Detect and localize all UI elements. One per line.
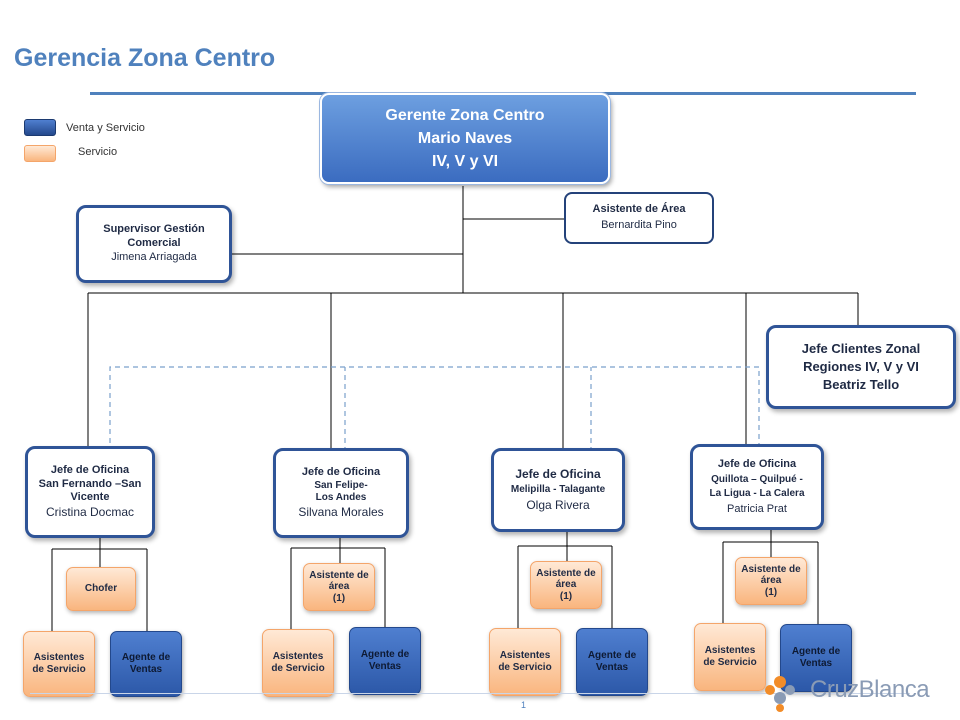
office-box-2: Jefe de Oficina San Felipe- Los Andes Si… xyxy=(273,448,409,538)
office-location: Melipilla - Talagante xyxy=(510,483,606,495)
office-manager-name: Cristina Docmac xyxy=(45,505,135,520)
asistente-area-office-box: Asistente de área (1) xyxy=(530,561,602,609)
asistente-area-title: Asistente de Área xyxy=(592,203,686,216)
agente-ventas-box: Agente de Ventas xyxy=(576,628,648,696)
asistentes-servicio-label: Asistentes de Servicio xyxy=(703,644,757,669)
office-manager-name: Patricia Prat xyxy=(727,502,787,515)
asistente-area-office-label: área xyxy=(555,579,577,591)
agente-ventas-box: Agente de Ventas xyxy=(110,631,182,697)
chofer-box: Chofer xyxy=(66,567,136,611)
jefe-clientes-title: Jefe Clientes Zonal xyxy=(801,340,921,356)
jefe-clientes-regions: Regiones IV, V y VI xyxy=(803,358,919,374)
asistentes-servicio-box: Asistentes de Servicio xyxy=(262,629,334,697)
asistente-area-name: Bernardita Pino xyxy=(601,219,677,231)
office-location: Vicente xyxy=(70,491,110,504)
asistentes-servicio-box: Asistentes de Servicio xyxy=(489,628,561,696)
office-box-1: Jefe de Oficina San Fernando –San Vicent… xyxy=(25,446,155,538)
supervisor-name: Jimena Arriagada xyxy=(111,250,197,263)
asistente-area-office-label: área xyxy=(328,581,350,593)
supervisor-box: Supervisor Gestión Comercial Jimena Arri… xyxy=(76,205,232,283)
supervisor-title-line1: Supervisor Gestión xyxy=(103,223,205,236)
asistente-area-office-count: (1) xyxy=(332,592,346,604)
legend-label-servicio: Servicio xyxy=(78,146,118,158)
logo-wordmark: CruzBlanca xyxy=(810,676,930,703)
asistentes-servicio-label: Asistentes de Servicio xyxy=(498,649,552,674)
page-title: Gerencia Zona Centro xyxy=(14,44,276,72)
office-location: Los Andes xyxy=(315,492,367,504)
legend-label-venta: Venta y Servicio xyxy=(66,122,145,134)
office-title: Jefe de Oficina xyxy=(515,466,601,481)
agente-ventas-label: Agente de Ventas xyxy=(360,648,410,673)
asistentes-servicio-box: Asistentes de Servicio xyxy=(694,623,766,691)
asistente-area-office-box: Asistente de área (1) xyxy=(735,557,807,605)
page-number: 1 xyxy=(521,700,527,710)
gerente-regions: IV, V y VI xyxy=(431,152,499,170)
office-title: Jefe de Oficina xyxy=(301,466,381,479)
asistentes-servicio-box: Asistentes de Servicio xyxy=(23,631,95,697)
office-manager-name: Silvana Morales xyxy=(298,504,384,519)
asistente-area-office-label: Asistente de xyxy=(536,567,596,579)
asistente-area-office-label: área xyxy=(760,575,782,587)
office-location: San Fernando –San xyxy=(38,477,142,490)
dotted-reporting-lines xyxy=(109,366,760,452)
supervisor-title-line2: Comercial xyxy=(127,237,181,250)
cruzblanca-logo-icon xyxy=(765,676,795,712)
asistentes-servicio-label: Asistentes de Servicio xyxy=(32,651,86,676)
asistente-area-box: Asistente de Área Bernardita Pino xyxy=(564,192,714,244)
agente-ventas-label: Agente de Ventas xyxy=(121,651,171,676)
jefe-clientes-box: Jefe Clientes Zonal Regiones IV, V y VI … xyxy=(766,325,956,409)
office-title: Jefe de Oficina xyxy=(50,463,130,476)
jefe-clientes-name: Beatriz Tello xyxy=(822,377,900,393)
gerente-name: Mario Naves xyxy=(417,129,513,147)
office-location: La Ligua - La Calera xyxy=(709,488,805,499)
asistente-area-office-box: Asistente de área (1) xyxy=(303,563,375,611)
asistente-area-office-count: (1) xyxy=(764,586,778,598)
office-location: San Felipe- xyxy=(314,479,368,491)
asistente-area-office-label: Asistente de xyxy=(309,569,369,581)
agente-ventas-box: Agente de Ventas xyxy=(349,627,421,695)
legend-swatch-venta xyxy=(24,119,56,136)
office-location: Quillota – Quilpué - xyxy=(711,473,803,485)
asistente-area-office-count: (1) xyxy=(559,590,573,602)
agente-ventas-label: Agente de Ventas xyxy=(587,649,637,674)
agente-ventas-box: Agente de Ventas xyxy=(780,624,852,692)
footer-rule xyxy=(30,693,910,694)
office-box-4: Jefe de Oficina Quillota – Quilpué - La … xyxy=(690,444,824,530)
gerente-zona-centro-box: Gerente Zona Centro Mario Naves IV, V y … xyxy=(320,93,610,184)
asistente-area-office-label: Asistente de xyxy=(741,563,801,575)
office-box-3: Jefe de Oficina Melipilla - Talagante Ol… xyxy=(491,448,625,532)
legend-swatch-servicio xyxy=(24,145,56,162)
gerente-title: Gerente Zona Centro xyxy=(385,106,545,124)
agente-ventas-label: Agente de Ventas xyxy=(791,645,841,670)
chofer-label: Chofer xyxy=(84,582,118,594)
asistentes-servicio-label: Asistentes de Servicio xyxy=(271,650,325,675)
office-manager-name: Olga Rivera xyxy=(526,498,590,513)
office-title: Jefe de Oficina xyxy=(717,457,797,470)
